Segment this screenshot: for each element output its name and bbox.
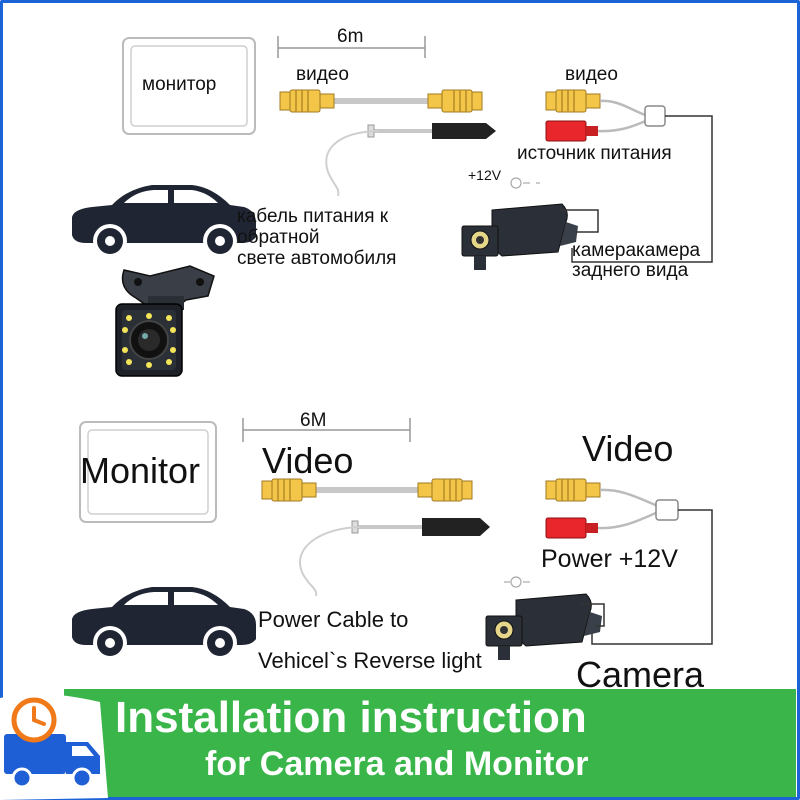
- top-monitor-label: монитор: [142, 74, 217, 95]
- bottom-monitor-icon: [79, 421, 217, 523]
- top-camera-line2: заднего вида: [572, 260, 689, 281]
- top-splitter: [571, 105, 713, 263]
- top-length-label: 6m: [337, 26, 364, 47]
- top-power-cable: [325, 123, 496, 197]
- top-video-label-right: видео: [565, 64, 618, 85]
- bottom-length-bracket: [242, 418, 411, 442]
- delivery-truck-icon: [0, 693, 108, 800]
- bottom-power-label: Power +12V: [541, 545, 678, 573]
- top-power-cable-line2: обратной: [237, 227, 320, 248]
- top-camera-video-connector: [545, 89, 649, 118]
- instruction-banner: [64, 689, 796, 797]
- bottom-monitor-label: Monitor: [80, 450, 201, 491]
- top-rear-camera-icon: [461, 203, 599, 271]
- banner-title: Installation instruction: [115, 693, 587, 742]
- bottom-camera-video-connector: [545, 478, 659, 508]
- top-power-cable-line1: кабель питания к: [237, 206, 389, 227]
- top-12v-marker: [510, 177, 540, 189]
- top-power-cable-line3: свете автомобиля: [237, 248, 397, 269]
- top-12v-label: +12V: [468, 167, 502, 183]
- bottom-power-cable-line2: Vehicel`s Reverse light: [258, 648, 482, 673]
- bottom-video-label-left: Video: [262, 440, 354, 481]
- bottom-length-label: 6M: [300, 410, 327, 431]
- camera-product-icon: [115, 265, 215, 377]
- bottom-power-connector: [545, 510, 659, 539]
- top-video-label-left: видео: [296, 64, 349, 85]
- banner-subtitle: for Camera and Monitor: [205, 745, 589, 783]
- bottom-car-icon: [72, 587, 256, 660]
- bottom-power-cable-line1: Power Cable to: [258, 607, 409, 632]
- bottom-power-cable: [299, 518, 490, 597]
- clock-icon: [11, 697, 57, 743]
- top-camera-line1: камеракамера: [572, 240, 701, 261]
- top-length-bracket: [277, 36, 426, 58]
- bottom-video-label-right: Video: [582, 428, 674, 469]
- bottom-rear-camera-icon: [485, 593, 605, 661]
- top-power-source-label: источник питания: [517, 143, 672, 164]
- bottom-splitter: [591, 499, 713, 645]
- top-power-connector: [545, 118, 649, 142]
- top-video-cable: [279, 89, 483, 113]
- top-car-icon: [72, 185, 256, 258]
- top-monitor-icon: [122, 37, 256, 135]
- bottom-12v-marker: [504, 576, 530, 588]
- bottom-video-cable: [261, 478, 473, 502]
- bottom-camera-label: Camera: [576, 654, 705, 695]
